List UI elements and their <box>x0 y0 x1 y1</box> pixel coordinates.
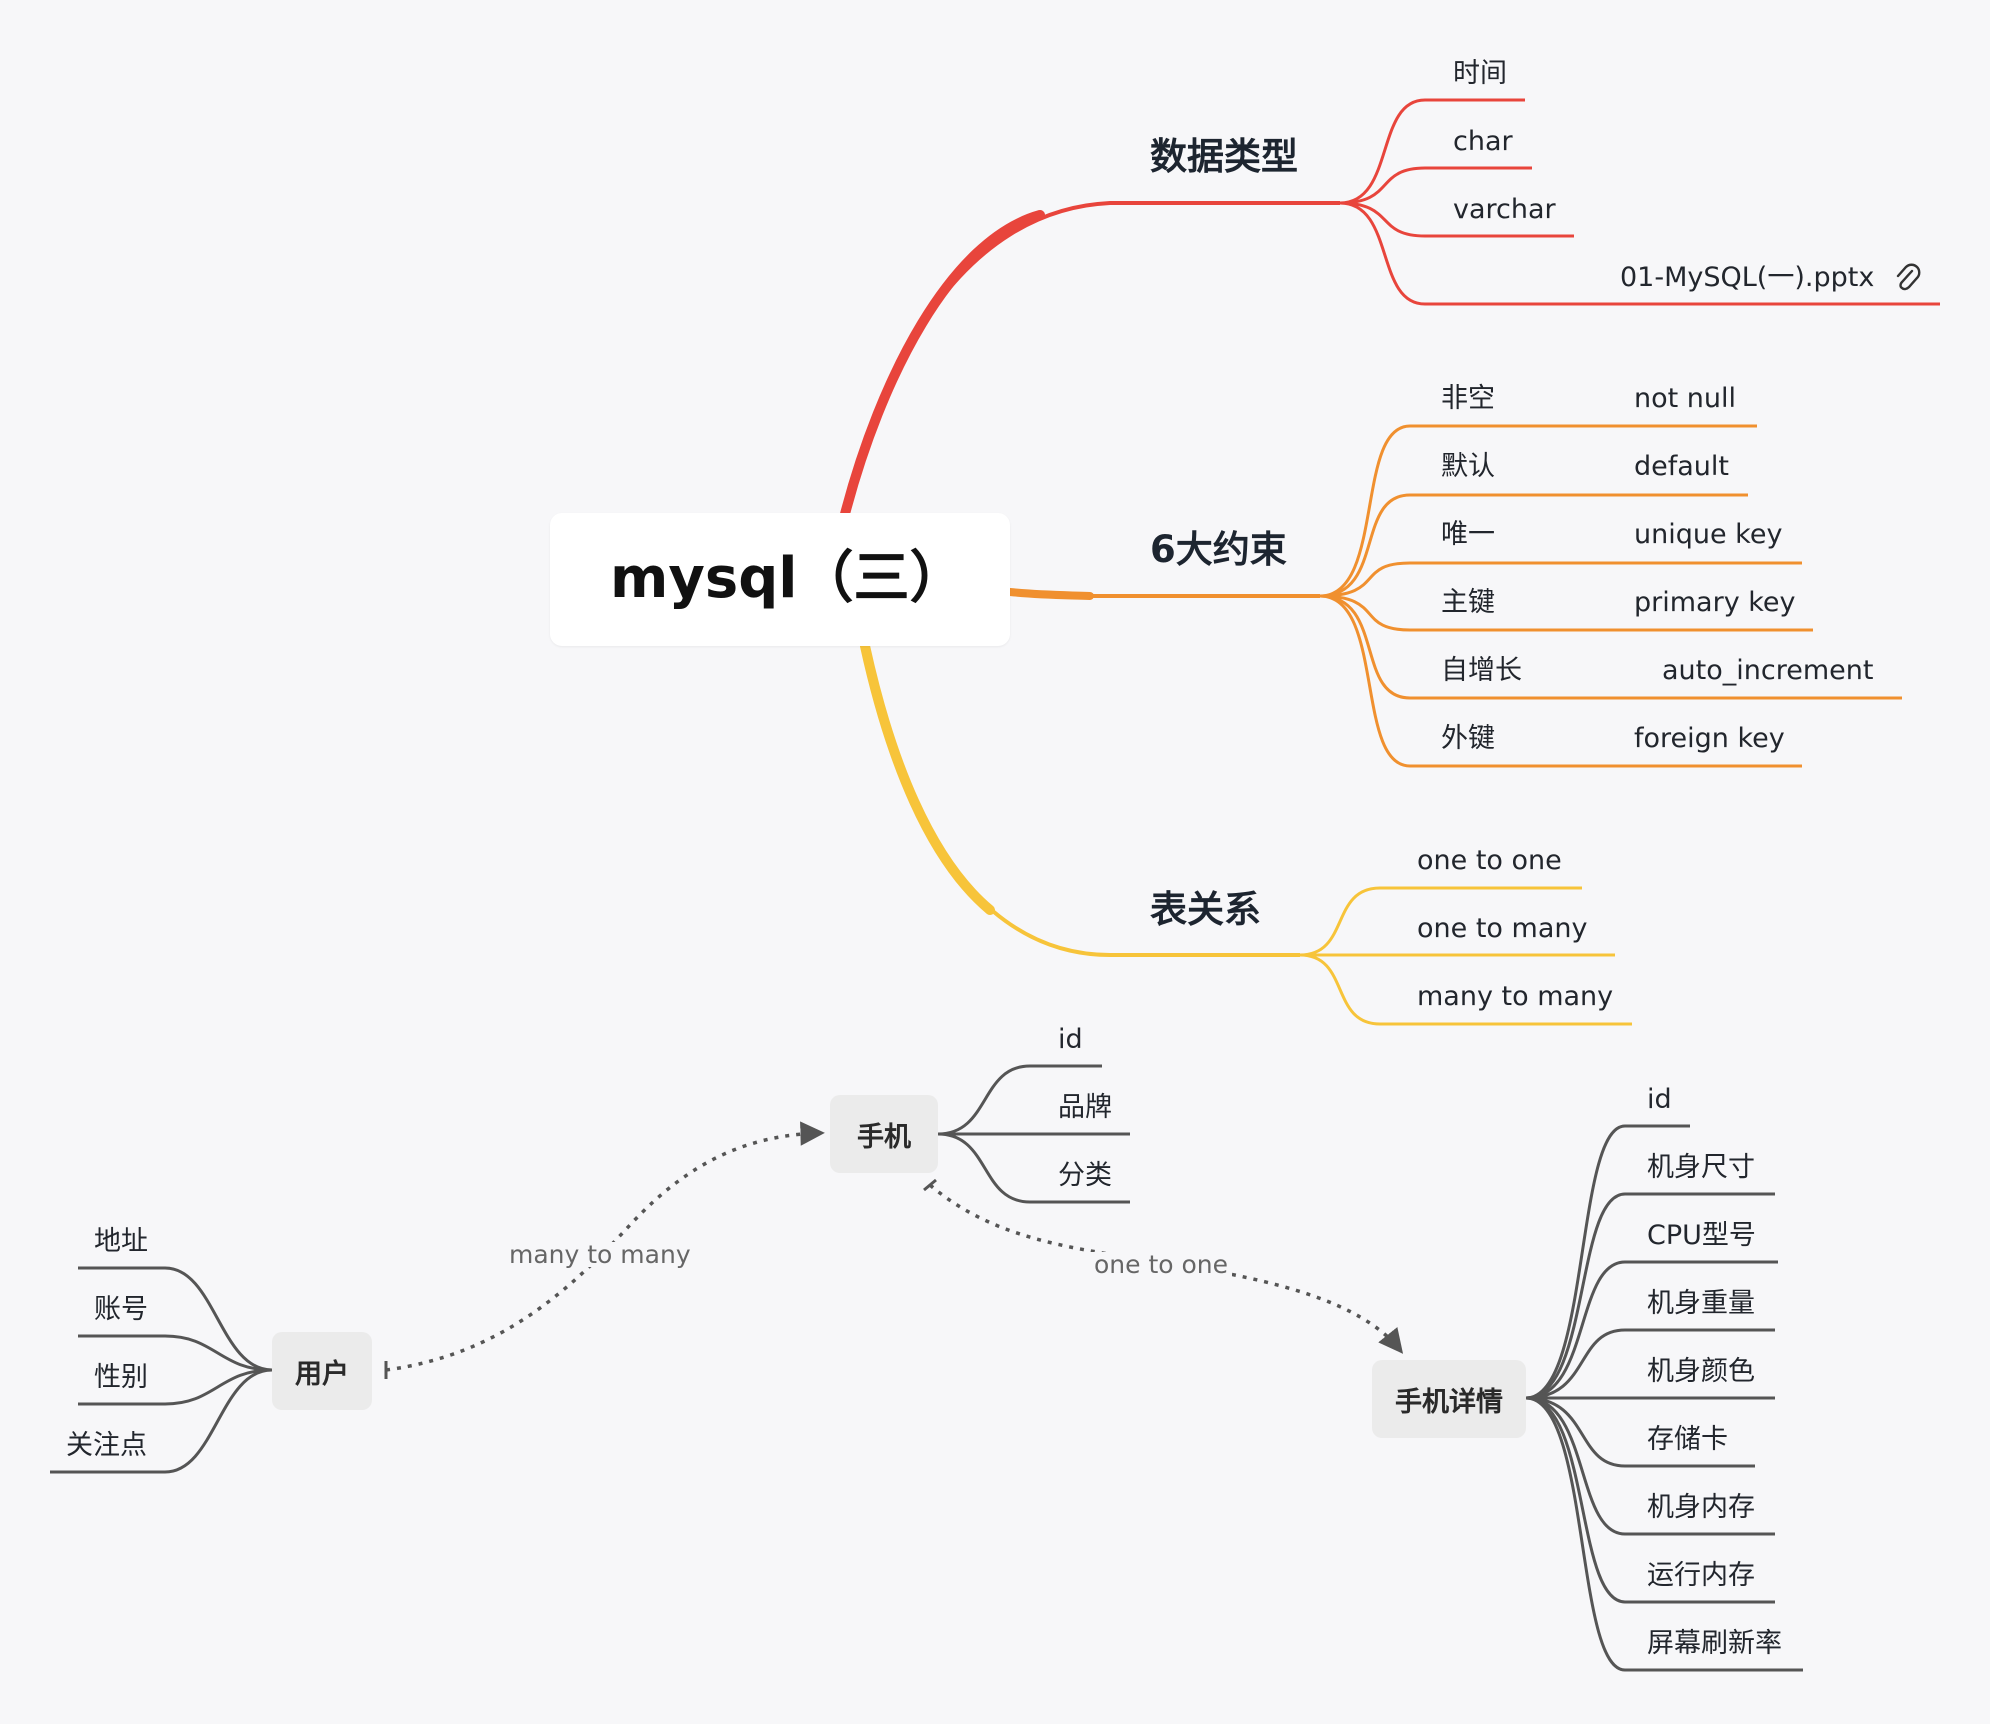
constraint-name[interactable]: 默认 <box>1441 451 1495 482</box>
detail-attribute[interactable]: id <box>1647 1084 1672 1115</box>
branch-line-datatypes <box>843 201 1340 515</box>
datatype-attachment[interactable]: 01-MySQL(一).pptx <box>1620 262 1875 293</box>
constraint-value: default <box>1634 451 1730 482</box>
user-node[interactable]: 用户 <box>272 1332 372 1410</box>
constraint-value: auto_increment <box>1662 655 1874 686</box>
constraint-value: unique key <box>1634 519 1783 550</box>
constraint-name[interactable]: 主键 <box>1441 587 1495 618</box>
relations-sub-lines <box>1299 886 1632 1026</box>
constraints-sub-lines <box>1319 424 1902 768</box>
constraint-name[interactable]: 外键 <box>1441 723 1495 754</box>
user-attribute[interactable]: 账号 <box>94 1294 148 1325</box>
phone-sub-lines <box>937 1064 1130 1204</box>
datatype-item[interactable]: char <box>1453 126 1513 157</box>
user-attribute[interactable]: 性别 <box>94 1362 148 1393</box>
user-attribute[interactable]: 关注点 <box>66 1430 147 1461</box>
phone-detail-node-label: 手机详情 <box>1395 1386 1503 1418</box>
detail-attribute[interactable]: 机身内存 <box>1647 1492 1755 1523</box>
relationship-label-user-phone[interactable]: many to many <box>505 1242 695 1267</box>
detail-attribute[interactable]: 机身尺寸 <box>1647 1152 1755 1183</box>
detail-attribute[interactable]: 屏幕刷新率 <box>1647 1628 1782 1659</box>
phone-detail-node[interactable]: 手机详情 <box>1372 1360 1526 1438</box>
constraint-name[interactable]: 唯一 <box>1441 519 1495 550</box>
branch-relations[interactable]: 表关系 <box>1150 888 1261 931</box>
detail-sub-lines <box>1525 1124 1803 1672</box>
constraint-value: foreign key <box>1634 723 1785 754</box>
detail-attribute[interactable]: 机身颜色 <box>1647 1356 1755 1387</box>
central-topic-title: mysql（三） <box>610 546 966 611</box>
datatypes-sub-lines <box>1339 98 1940 306</box>
phone-attribute[interactable]: id <box>1058 1024 1083 1055</box>
relation-item[interactable]: many to many <box>1417 981 1614 1012</box>
detail-attribute[interactable]: 机身重量 <box>1647 1288 1755 1319</box>
branch-constraints[interactable]: 6大约束 <box>1150 528 1287 571</box>
relation-item[interactable]: one to many <box>1417 913 1588 944</box>
phone-node-label: 手机 <box>857 1121 911 1153</box>
phone-attribute[interactable]: 分类 <box>1058 1160 1112 1191</box>
detail-attribute[interactable]: 存储卡 <box>1647 1424 1728 1455</box>
detail-attribute[interactable]: CPU型号 <box>1647 1220 1756 1251</box>
datatype-item[interactable]: varchar <box>1453 194 1556 225</box>
user-node-label: 用户 <box>295 1358 349 1390</box>
user-attribute[interactable]: 地址 <box>94 1226 148 1257</box>
constraint-value: not null <box>1634 383 1737 414</box>
relationship-label-phone-detail[interactable]: one to one <box>1090 1252 1233 1277</box>
user-sub-lines <box>50 1266 273 1474</box>
relation-item[interactable]: one to one <box>1417 845 1562 876</box>
phone-node[interactable]: 手机 <box>830 1095 938 1173</box>
datatype-item[interactable]: 时间 <box>1453 58 1507 89</box>
constraint-name[interactable]: 自增长 <box>1441 655 1522 686</box>
constraint-value: primary key <box>1634 587 1796 618</box>
constraint-name[interactable]: 非空 <box>1441 383 1495 414</box>
paperclip-icon[interactable] <box>1893 262 1921 294</box>
user-phone-connector <box>385 1121 825 1372</box>
phone-attribute[interactable]: 品牌 <box>1058 1092 1112 1123</box>
detail-attribute[interactable]: 运行内存 <box>1647 1560 1755 1591</box>
branch-datatypes[interactable]: 数据类型 <box>1150 135 1298 178</box>
central-topic[interactable]: mysql（三） <box>550 513 1010 646</box>
